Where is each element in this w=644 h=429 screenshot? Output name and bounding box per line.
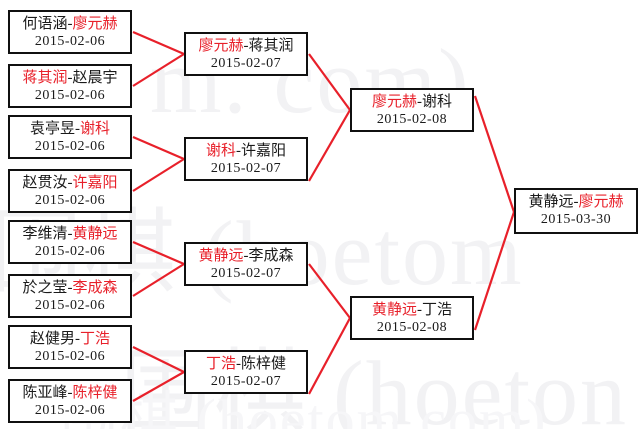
player-right: 李成森 <box>72 280 118 296</box>
player-left: 赵贯汝 <box>22 175 68 191</box>
connector-line <box>308 109 351 182</box>
match-date: 2015-02-07 <box>210 265 282 281</box>
match-box-r1-3[interactable]: 袁亭昱-谢科 2015-02-06 <box>8 115 132 159</box>
connector-line <box>308 53 351 111</box>
match-date: 2015-02-06 <box>34 33 106 49</box>
match-box-r1-1[interactable]: 何语涵-廖元赫 2015-02-06 <box>8 10 132 54</box>
match-box-r1-7[interactable]: 赵健男-丁浩 2015-02-06 <box>8 325 132 369</box>
player-right: 许嘉阳 <box>241 143 287 159</box>
connector-line <box>132 30 185 56</box>
player-left: 廖元赫 <box>371 94 417 110</box>
player-left: 廖元赫 <box>198 38 244 54</box>
player-right: 谢科 <box>80 121 111 137</box>
player-right: 廖元赫 <box>72 16 118 32</box>
player-right: 丁浩 <box>422 302 453 318</box>
match-players: 袁亭昱-谢科 <box>29 121 111 137</box>
player-right: 黄静远 <box>72 226 118 242</box>
match-players: 赵贯汝-许嘉阳 <box>22 175 118 191</box>
player-right: 蒋其润 <box>248 38 294 54</box>
connector-line <box>132 240 185 266</box>
match-box-r1-4[interactable]: 赵贯汝-许嘉阳 2015-02-06 <box>8 169 132 213</box>
connector-line <box>473 95 516 213</box>
connector-line <box>308 317 351 395</box>
match-box-r2-2[interactable]: 谢科-许嘉阳 2015-02-07 <box>184 137 308 181</box>
match-date: 2015-02-07 <box>210 373 282 389</box>
match-box-sf-2[interactable]: 黄静远-丁浩 2015-02-08 <box>350 296 474 340</box>
match-date: 2015-02-06 <box>34 138 106 154</box>
match-box-r2-3[interactable]: 黄静远-李成森 2015-02-07 <box>184 242 308 286</box>
match-players: 廖元赫-蒋其润 <box>198 38 294 54</box>
match-date: 2015-03-30 <box>540 211 612 227</box>
match-players: 黄静远-李成森 <box>198 248 294 264</box>
connector-line <box>132 53 185 87</box>
match-date: 2015-02-08 <box>376 111 448 127</box>
match-box-sf-1[interactable]: 廖元赫-谢科 2015-02-08 <box>350 88 474 132</box>
match-players: 黄静远-丁浩 <box>371 302 453 318</box>
player-left: 谢科 <box>205 143 236 159</box>
player-left: 何语涵 <box>22 16 68 32</box>
player-right: 丁浩 <box>80 331 111 347</box>
match-players: 赵健男-丁浩 <box>29 331 111 347</box>
player-left: 黄静远 <box>528 194 574 210</box>
match-box-final[interactable]: 黄静远-廖元赫 2015-03-30 <box>514 188 638 234</box>
match-players: 於之莹-李成森 <box>22 280 118 296</box>
connector-line <box>132 135 185 161</box>
match-date: 2015-02-08 <box>376 319 448 335</box>
connector-line <box>132 346 185 373</box>
match-box-r1-8[interactable]: 陈亚峰-陈梓健 2015-02-06 <box>8 379 132 423</box>
player-right: 廖元赫 <box>578 194 624 210</box>
match-box-r1-6[interactable]: 於之莹-李成森 2015-02-06 <box>8 274 132 318</box>
match-date: 2015-02-07 <box>210 55 282 71</box>
player-left: 於之莹 <box>22 280 68 296</box>
match-box-r1-2[interactable]: 蒋其润-赵晨宇 2015-02-06 <box>8 64 132 108</box>
connector-line <box>132 371 185 402</box>
player-left: 黄静远 <box>371 302 417 318</box>
match-players: 丁浩-陈梓健 <box>205 356 287 372</box>
player-left: 黄静远 <box>198 248 244 264</box>
player-right: 陈梓健 <box>241 356 287 372</box>
match-date: 2015-02-06 <box>34 297 106 313</box>
player-left: 赵健男 <box>29 331 75 347</box>
match-players: 何语涵-廖元赫 <box>22 16 118 32</box>
player-right: 李成森 <box>248 248 294 264</box>
match-date: 2015-02-06 <box>34 87 106 103</box>
match-players: 蒋其润-赵晨宇 <box>22 70 118 86</box>
connector-line <box>132 158 185 192</box>
match-date: 2015-02-06 <box>34 402 106 418</box>
connector-line <box>473 211 516 331</box>
player-left: 蒋其润 <box>22 70 68 86</box>
player-left: 丁浩 <box>205 356 236 372</box>
player-left: 袁亭昱 <box>29 121 75 137</box>
connector-line <box>132 263 185 297</box>
match-box-r1-5[interactable]: 李维清-黄静远 2015-02-06 <box>8 220 132 264</box>
match-players: 廖元赫-谢科 <box>371 94 453 110</box>
player-right: 谢科 <box>422 94 453 110</box>
player-right: 赵晨宇 <box>72 70 118 86</box>
match-box-r2-1[interactable]: 廖元赫-蒋其润 2015-02-07 <box>184 32 308 76</box>
match-date: 2015-02-06 <box>34 348 106 364</box>
player-left: 陈亚峰 <box>22 385 68 401</box>
connector-line <box>308 263 351 319</box>
match-players: 谢科-许嘉阳 <box>205 143 287 159</box>
match-players: 陈亚峰-陈梓健 <box>22 385 118 401</box>
match-date: 2015-02-07 <box>210 160 282 176</box>
match-date: 2015-02-06 <box>34 243 106 259</box>
match-date: 2015-02-06 <box>34 192 106 208</box>
match-box-r2-4[interactable]: 丁浩-陈梓健 2015-02-07 <box>184 350 308 394</box>
match-players: 李维清-黄静远 <box>22 226 118 242</box>
player-right: 陈梓健 <box>72 385 118 401</box>
player-left: 李维清 <box>22 226 68 242</box>
match-players: 黄静远-廖元赫 <box>528 194 624 210</box>
player-right: 许嘉阳 <box>72 175 118 191</box>
